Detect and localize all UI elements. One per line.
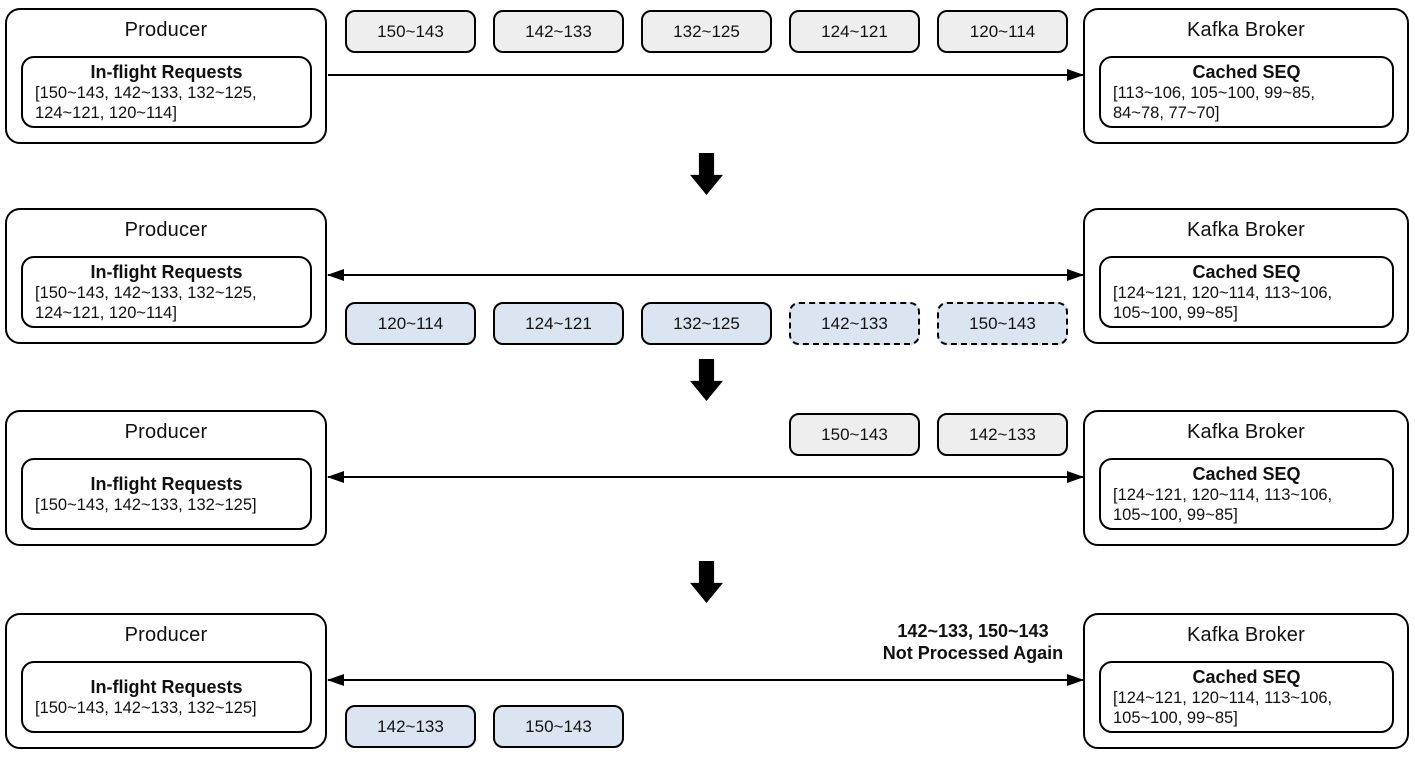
stage-2: Producer In-flight Requests [150~143, 14… <box>0 208 1415 345</box>
arrowhead-right-icon <box>1067 68 1084 81</box>
packet-box: 150~143 <box>345 10 476 53</box>
kafka-broker-title: Kafka Broker <box>1186 624 1305 646</box>
down-arrow-icon <box>690 153 723 195</box>
inflight-requests-list: [150~143, 142~133, 132~125] <box>35 496 257 514</box>
inflight-requests-title: In-flight Requests <box>90 677 243 697</box>
producer-box: Producer In-flight Requests [150~143, 14… <box>5 613 327 749</box>
exchange-arrow <box>327 268 1084 281</box>
kafka-broker-box: Kafka Broker Cached SEQ [113~106, 105~10… <box>1083 8 1409 144</box>
packet-box: 120~114 <box>937 10 1068 53</box>
kafka-broker-title: Kafka Broker <box>1186 219 1305 241</box>
producer-box: Producer In-flight Requests [150~143, 14… <box>5 410 327 546</box>
cached-seq-list: [113~106, 105~100, 99~85, 84~78, 77~70] <box>1113 84 1316 122</box>
arrowhead-left-icon <box>327 673 344 686</box>
inflight-requests-box: In-flight Requests [150~143, 142~133, 13… <box>21 458 312 530</box>
kafka-broker-title: Kafka Broker <box>1186 19 1305 41</box>
packet-box-pending: 142~133 <box>789 302 920 345</box>
packet-box: 120~114 <box>345 302 476 345</box>
producer-title: Producer <box>124 19 208 41</box>
producer-box: Producer In-flight Requests [150~143, 14… <box>5 208 327 344</box>
cached-seq-title: Cached SEQ <box>1192 262 1301 282</box>
cached-seq-list: [124~121, 120~114, 113~106, 105~100, 99~… <box>1113 486 1333 524</box>
stage-1: Producer In-flight Requests [150~143, 14… <box>0 8 1415 145</box>
kafka-broker-box: Kafka Broker Cached SEQ [124~121, 120~11… <box>1083 613 1409 749</box>
cached-seq-box: Cached SEQ [124~121, 120~114, 113~106, 1… <box>1099 661 1394 733</box>
exchange-arrow <box>327 470 1084 483</box>
packet-box: 124~121 <box>493 302 624 345</box>
packet-box: 124~121 <box>789 10 920 53</box>
exchange-arrow <box>327 673 1084 686</box>
inflight-requests-box: In-flight Requests [150~143, 142~133, 13… <box>21 56 312 128</box>
packet-box: 142~133 <box>345 705 476 748</box>
producer-title: Producer <box>124 624 208 646</box>
packet-box: 142~133 <box>493 10 624 53</box>
producer-title: Producer <box>124 421 208 443</box>
inflight-requests-title: In-flight Requests <box>90 262 243 282</box>
send-arrow <box>328 68 1084 81</box>
cached-seq-list: [124~121, 120~114, 113~106, 105~100, 99~… <box>1113 284 1333 322</box>
inflight-requests-list: [150~143, 142~133, 132~125, 124~121, 120… <box>35 284 257 322</box>
kafka-broker-box: Kafka Broker Cached SEQ [124~121, 120~11… <box>1083 410 1409 546</box>
packet-box-pending: 150~143 <box>937 302 1068 345</box>
down-arrow-icon <box>690 359 723 401</box>
packet-box: 132~125 <box>641 302 772 345</box>
packet-box: 150~143 <box>789 413 920 456</box>
stage-4: Producer In-flight Requests [150~143, 14… <box>0 613 1415 750</box>
kafka-broker-box: Kafka Broker Cached SEQ [124~121, 120~11… <box>1083 208 1409 344</box>
arrowhead-right-icon <box>1067 470 1084 483</box>
inflight-requests-title: In-flight Requests <box>90 474 243 494</box>
arrowhead-right-icon <box>1067 268 1084 281</box>
not-processed-note: 142~133, 150~143 Not Processed Again <box>882 621 1064 663</box>
inflight-requests-box: In-flight Requests [150~143, 142~133, 13… <box>21 661 312 733</box>
cached-seq-title: Cached SEQ <box>1192 667 1301 687</box>
stage-3: Producer In-flight Requests [150~143, 14… <box>0 410 1415 547</box>
producer-box: Producer In-flight Requests [150~143, 14… <box>5 8 327 144</box>
inflight-requests-title: In-flight Requests <box>90 62 243 82</box>
inflight-requests-list: [150~143, 142~133, 132~125] <box>35 699 257 717</box>
cached-seq-box: Cached SEQ [124~121, 120~114, 113~106, 1… <box>1099 256 1394 328</box>
producer-title: Producer <box>124 219 208 241</box>
arrowhead-left-icon <box>327 268 344 281</box>
inflight-requests-box: In-flight Requests [150~143, 142~133, 13… <box>21 256 312 328</box>
cached-seq-box: Cached SEQ [124~121, 120~114, 113~106, 1… <box>1099 458 1394 530</box>
cached-seq-list: [124~121, 120~114, 113~106, 105~100, 99~… <box>1113 689 1333 727</box>
cached-seq-box: Cached SEQ [113~106, 105~100, 99~85, 84~… <box>1099 56 1394 128</box>
cached-seq-title: Cached SEQ <box>1192 62 1301 82</box>
cached-seq-title: Cached SEQ <box>1192 464 1301 484</box>
packet-box: 142~133 <box>937 413 1068 456</box>
packet-box: 150~143 <box>493 705 624 748</box>
down-arrow-icon <box>690 561 723 603</box>
arrowhead-right-icon <box>1067 673 1084 686</box>
packet-box: 132~125 <box>641 10 772 53</box>
arrowhead-left-icon <box>327 470 344 483</box>
kafka-broker-title: Kafka Broker <box>1186 421 1305 443</box>
inflight-requests-list: [150~143, 142~133, 132~125, 124~121, 120… <box>35 84 257 122</box>
